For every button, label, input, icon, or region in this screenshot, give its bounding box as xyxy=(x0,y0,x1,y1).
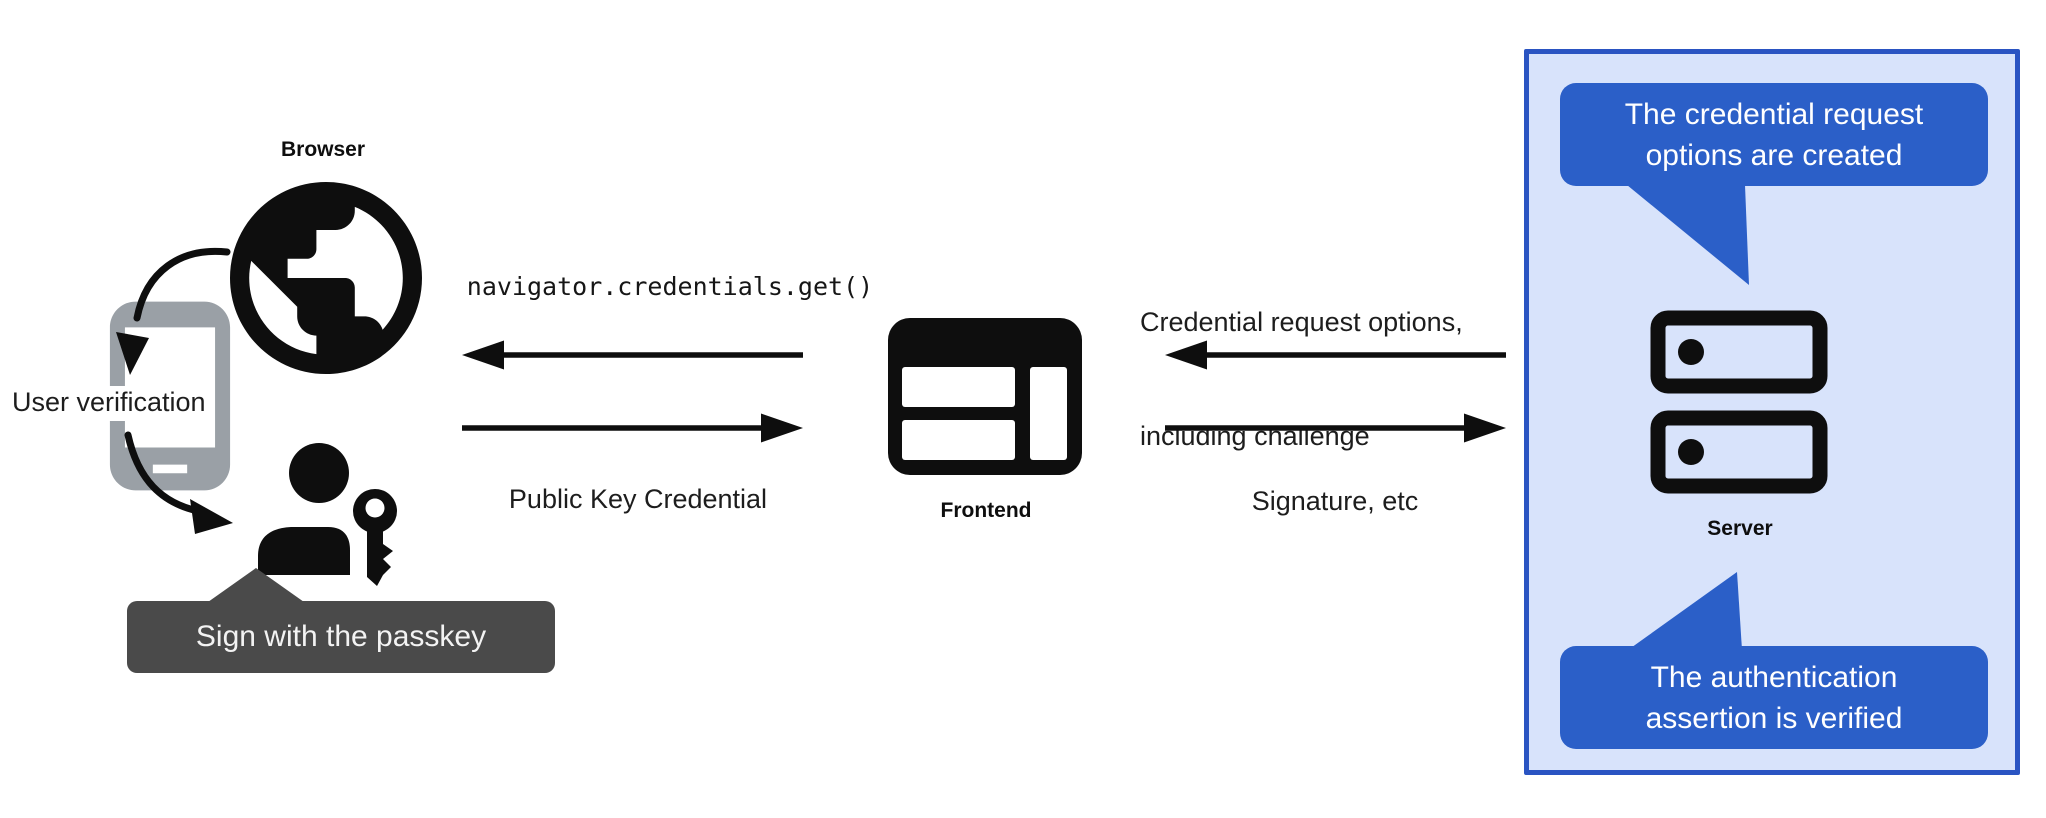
sign-with-passkey-text: Sign with the passkey xyxy=(195,620,487,653)
navigator-credentials-get-label: navigator.credentials.get() xyxy=(466,272,874,301)
tooltip-tail xyxy=(208,568,304,602)
arrow-server-to-frontend xyxy=(1165,340,1506,370)
public-key-credential-label: Public Key Credential xyxy=(508,484,768,514)
browser-window-layout-icon xyxy=(888,318,1082,475)
arrow-frontend-to-server xyxy=(1165,413,1506,443)
sign-with-passkey-tooltip: Sign with the passkey xyxy=(127,601,555,673)
arrow-browser-to-frontend xyxy=(462,413,803,443)
server-stack-icon xyxy=(1650,310,1828,494)
server-label: Server xyxy=(1707,517,1773,540)
globe-browser-icon xyxy=(230,182,422,374)
bubble-bottom-line1: The authentication xyxy=(1650,660,1898,694)
speech-bubble-tail xyxy=(1627,185,1749,285)
arrow-frontend-to-browser xyxy=(462,340,803,370)
assertion-verified-bubble: The authentication assertion is verified xyxy=(1560,646,1988,749)
frontend-label: Frontend xyxy=(940,499,1032,522)
curved-arrow-phone-to-user xyxy=(124,431,233,534)
bubble-bottom-line2: assertion is verified xyxy=(1645,701,1903,735)
user-verification-label: User verification xyxy=(12,386,210,421)
credential-options-created-bubble: The credential request options are creat… xyxy=(1560,83,1988,186)
bubble-top-line2: options are created xyxy=(1645,138,1903,172)
speech-bubble-tail xyxy=(1628,572,1742,650)
browser-label: Browser xyxy=(280,138,366,161)
curved-arrow-browser-to-phone xyxy=(116,247,231,375)
credential-request-options-line1: Credential request options, xyxy=(1140,307,1463,337)
bubble-top-line1: The credential request xyxy=(1624,97,1924,131)
signature-etc-label: Signature, etc xyxy=(1251,486,1419,516)
smartphone-icon xyxy=(109,301,231,491)
person-with-key-icon xyxy=(258,443,397,586)
